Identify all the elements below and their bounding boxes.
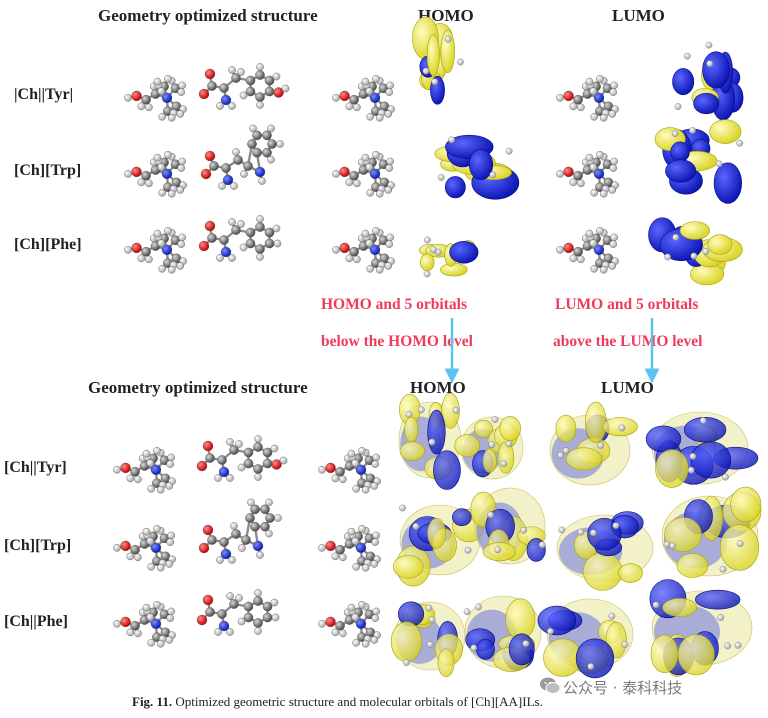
bottom-anion-phe (196, 589, 280, 636)
top-geometry-header: Geometry optimized structure (98, 6, 318, 25)
bottom-homo-cation-tyr (318, 447, 381, 494)
lumo-annotation-line1: LUMO and 5 orbitals (555, 296, 699, 313)
bottom-lumo-lobes-phe-2 (649, 579, 753, 677)
bottom-homo-lobes-trp-2 (470, 487, 546, 565)
top-homo-lobes-phe (419, 236, 479, 278)
top-homo-lobes-trp (434, 134, 520, 200)
watermark-text: 公众号 · 泰科科技 (563, 679, 683, 697)
top-choline-trp (124, 151, 187, 198)
bottom-row-label-tyr: [Ch||Tyr] (4, 459, 67, 476)
top-anion-trp (200, 124, 284, 190)
bottom-geometry-header: Geometry optimized structure (88, 378, 308, 397)
top-homo-cation-tyr (332, 75, 395, 122)
figure-caption: Fig. 11. Optimized geometric structure a… (132, 694, 543, 710)
bottom-anion-tyr (196, 435, 288, 482)
top-lumo-lobes-phe (648, 217, 743, 286)
top-lumo-lobes-tyr (672, 41, 744, 121)
top-homo-cation-trp (332, 151, 395, 198)
homo-annotation-line2: below the HOMO level (321, 333, 473, 350)
bottom-choline-trp (113, 525, 176, 572)
bottom-choline-phe (113, 601, 176, 648)
top-homo-lobes-tyr (412, 16, 464, 105)
homo-annotation-line1: HOMO and 5 orbitals (321, 296, 467, 313)
watermark: 公众号 · 泰科科技 (540, 677, 683, 698)
bottom-lumo-lobes-tyr-1 (549, 401, 638, 486)
top-lumo-lobes-trp (654, 119, 744, 204)
top-lumo-cation-trp (556, 151, 619, 198)
top-row-label-tyr: |Ch||Tyr| (14, 86, 74, 103)
bottom-anion-trp (198, 498, 282, 564)
bottom-homo-lobes-tyr-2 (454, 416, 524, 480)
bottom-lumo-lobes-tyr-2 (645, 411, 759, 488)
figure-caption-label: Fig. 11. (132, 694, 173, 709)
bottom-row-label-phe: [Ch||Phe] (4, 613, 68, 630)
top-row-label-trp: [Ch][Trp] (14, 162, 82, 179)
top-choline-tyr (124, 75, 187, 122)
bottom-homo-cation-phe (318, 601, 381, 648)
top-lumo-cation-tyr (556, 75, 619, 122)
bottom-row-label-trp: [Ch][Trp] (4, 537, 72, 554)
bottom-lumo-lobes-phe-1 (537, 598, 634, 679)
top-row-label-phe: [Ch][Phe] (14, 236, 82, 253)
bottom-homo-lobes-tyr-1 (398, 392, 462, 490)
top-lumo-header: LUMO (612, 6, 665, 25)
top-homo-cation-phe (332, 227, 395, 274)
bottom-homo-lobes-phe-1 (390, 601, 466, 677)
top-anion-phe (198, 215, 282, 262)
bottom-homo-cation-trp (318, 525, 381, 572)
wechat-icon (539, 676, 561, 694)
bottom-homo-lobes-trp-1 (392, 504, 486, 587)
bottom-lumo-header: LUMO (601, 378, 654, 397)
top-lumo-cation-phe (556, 227, 619, 274)
top-choline-phe (124, 227, 187, 274)
bottom-lumo-lobes-trp-1 (556, 511, 654, 591)
top-anion-tyr (198, 63, 290, 110)
lumo-annotation-line2: above the LUMO level (553, 333, 703, 350)
bottom-choline-tyr (113, 447, 176, 494)
bottom-lumo-lobes-trp-2 (661, 486, 762, 578)
figure-caption-text: Optimized geometric structure and molecu… (175, 694, 543, 709)
bottom-homo-lobes-phe-2 (463, 595, 542, 672)
